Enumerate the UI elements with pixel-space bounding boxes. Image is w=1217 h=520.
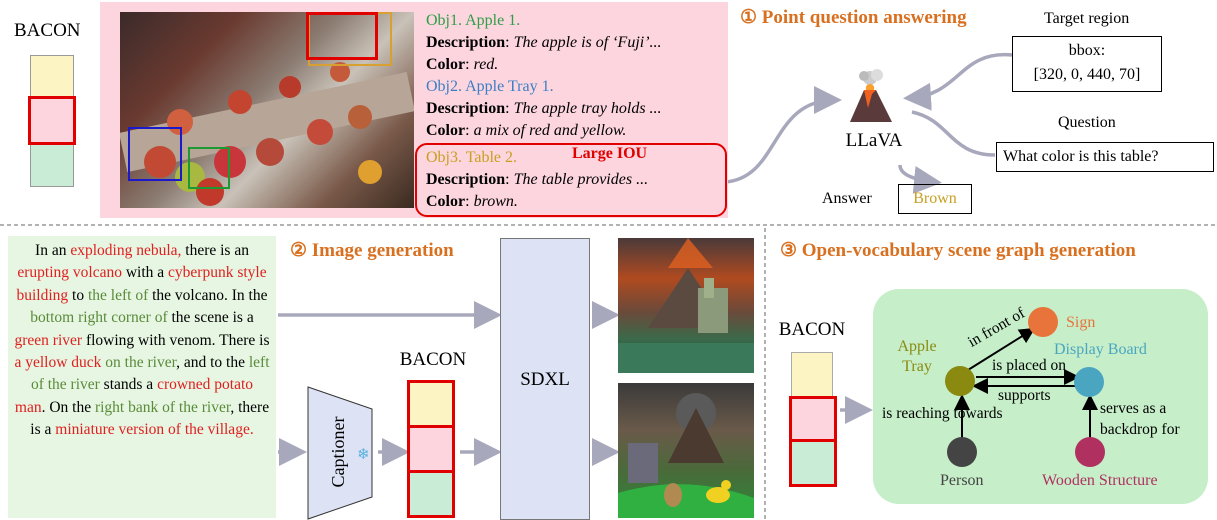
bbox-blue (128, 127, 182, 181)
bacon-stack-gen (407, 380, 455, 518)
caption-segment: the left of (87, 286, 149, 304)
edge-label-serves-as: serves as a backdrop for (1100, 398, 1180, 440)
arrow-question-to-llava (911, 110, 996, 157)
caption-segment: crowned potato man (14, 376, 254, 416)
bbox-box: bbox: [320, 0, 440, 70] (1012, 36, 1162, 92)
caption-segment: with a (121, 264, 169, 282)
object-entry: Obj2. Apple Tray 1. Description: The appl… (426, 76, 726, 142)
edge-label-serves-as-line2: backdrop for (1100, 421, 1180, 438)
node-display-board (1074, 367, 1104, 397)
generated-image-1 (618, 238, 754, 373)
node-wooden-structure (1075, 437, 1105, 467)
answer-label: Answer (822, 190, 872, 207)
bacon-label-top: BACON (14, 20, 81, 41)
obj3-highlight (415, 143, 727, 217)
captioner-shape (307, 386, 373, 520)
snowflake-icon: ❄ (357, 447, 370, 463)
caption-segment: erupting volcano (17, 264, 122, 282)
caption-segment: exploding nebula, (70, 242, 182, 259)
bacon-highlight-top (28, 96, 76, 145)
question-box: What color is this table? (996, 142, 1214, 172)
object-color: Color: brown. (426, 193, 518, 210)
caption-segment: , there is a (30, 398, 270, 439)
bacon-stack-top (30, 55, 74, 187)
llava-label: LLaVA (845, 130, 903, 151)
caption-segment: . On the (41, 398, 95, 416)
bacon-label-gen: BACON (399, 349, 467, 370)
label-sign: Sign (1066, 314, 1096, 331)
caption-segment: stands a (99, 376, 158, 394)
object-description: Description: The table provides ... (426, 171, 649, 188)
arrow-to-llava (724, 86, 842, 184)
caption-segment: cyberpunk style building (16, 264, 267, 304)
label-person: Person (940, 472, 984, 489)
caption-segment: there is an (181, 242, 249, 259)
caption-text: In an exploding nebula, there is an erup… (14, 240, 270, 442)
caption-segment: the scene is a (167, 309, 254, 327)
object-list: Obj1. Apple 1. Description: The apple is … (426, 10, 726, 213)
object-entry: Obj1. Apple 1. Description: The apple is … (426, 10, 726, 76)
object-title: Obj3. Table 2. (426, 149, 518, 166)
arrow-bbox-to-llava (903, 52, 1013, 111)
bacon-label-sg: BACON (778, 319, 846, 340)
object-title: Obj2. Apple Tray 1. (426, 78, 554, 95)
bbox-red (306, 12, 378, 60)
edge-in-front-of (967, 327, 1036, 371)
caption-segment: on the river (105, 354, 177, 372)
answer-box: Brown (898, 184, 972, 214)
node-sign (1028, 307, 1058, 337)
caption-segment: left of the river (30, 354, 270, 394)
label-apple-tray-line1: Apple (897, 338, 937, 355)
object-entry: Obj3. Table 2. Description: The table pro… (426, 147, 726, 213)
generated-image-2 (618, 383, 754, 518)
caption-segment: flowing with venom. There is (82, 331, 270, 349)
question-label: Question (1058, 114, 1116, 131)
caption-panel (8, 236, 276, 518)
label-display-board: Display Board (1054, 341, 1147, 358)
target-region-label: Target region (1044, 10, 1130, 27)
edge-label-is-reaching-towards: is reaching towards (882, 405, 1003, 422)
sdxl-block: SDXL (500, 238, 590, 520)
object-color: Color: a mix of red and yellow. (426, 122, 627, 139)
large-iou-label: Large IOU (572, 145, 648, 162)
object-description: Description: The apple is of ‘Fuji’... (426, 34, 662, 51)
bbox-line1: bbox: (1068, 42, 1106, 59)
node-apple-tray (945, 366, 975, 396)
node-person (947, 437, 977, 467)
edge-label-supports: supports (998, 387, 1051, 404)
object-title: Obj1. Apple 1. (426, 12, 521, 29)
caption-segment: the volcano. In the (148, 286, 268, 304)
caption-segment: a yellow duck (14, 354, 102, 372)
edge-label-serves-as-line1: serves as a (1100, 400, 1167, 417)
label-apple-tray-line2: Tray (902, 358, 932, 375)
label-wooden-structure: Wooden Structure (1042, 472, 1158, 489)
bacon-stack-sg (789, 352, 837, 487)
object-color: Color: red. (426, 56, 499, 73)
bbox-green (188, 147, 230, 189)
volcano-icon (846, 68, 896, 124)
caption-segment: right bank of the river (94, 398, 231, 416)
caption-segment: bottom right corner of (30, 309, 168, 327)
pqa-title: ① Point question answering (740, 7, 967, 28)
object-description: Description: The apple tray holds ... (426, 100, 662, 117)
edge-label-is-placed-on: is placed on (992, 357, 1067, 374)
label-apple-tray: Apple Tray (893, 337, 941, 377)
caption-segment: , and to the (176, 354, 249, 372)
caption-segment: to (68, 286, 88, 304)
apple-photo (120, 12, 414, 208)
caption-segment: miniature version of the village. (55, 421, 254, 439)
caption-segment: green river (14, 331, 83, 349)
bbox-line2: [320, 0, 440, 70] (1033, 66, 1141, 83)
arrow-to-answer (898, 164, 942, 194)
scene-graph-title: ③ Open-vocabulary scene graph generation (780, 240, 1136, 261)
image-gen-title: ② Image generation (290, 240, 454, 261)
caption-segment: In an (35, 242, 71, 259)
